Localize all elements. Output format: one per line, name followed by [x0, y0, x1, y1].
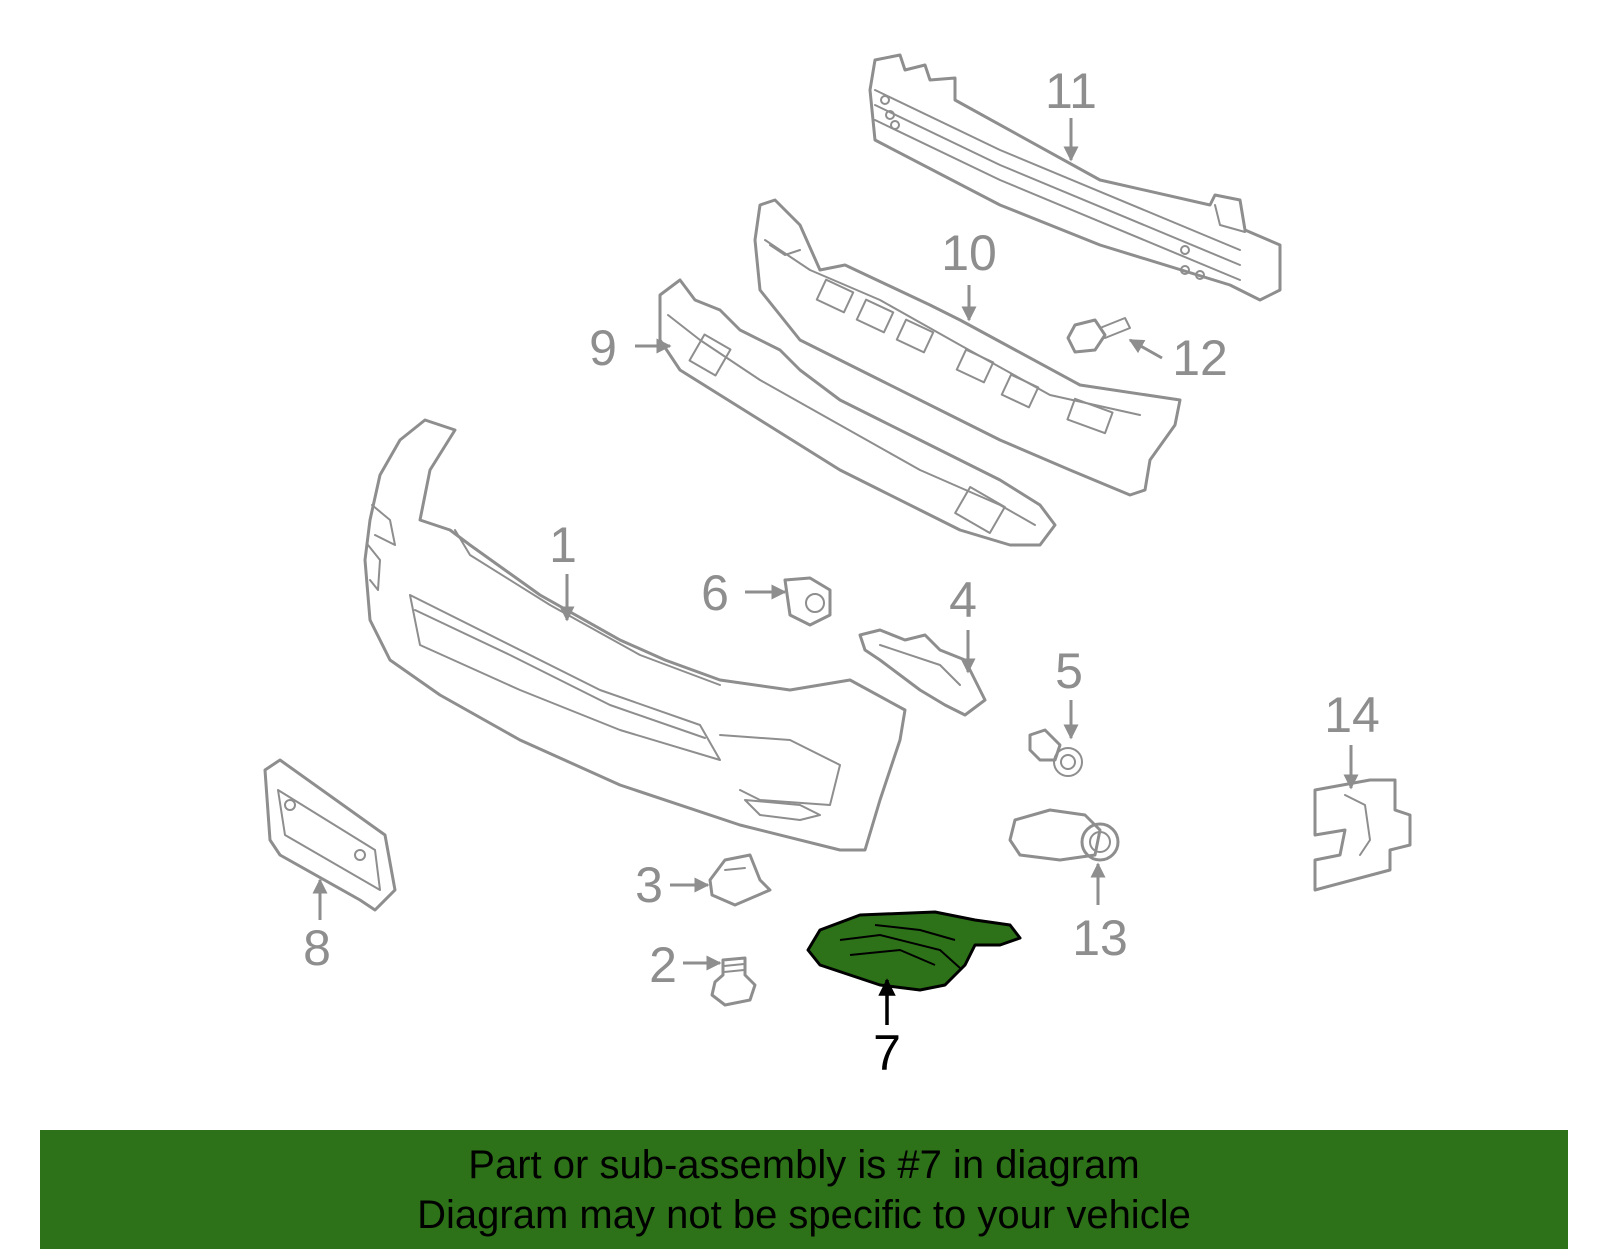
- footer-banner: Part or sub-assembly is #7 in diagram Di…: [40, 1130, 1568, 1249]
- part-8-license-bracket: [263, 758, 397, 912]
- part-9-bumper-support: [658, 278, 1057, 547]
- leader-12: [1128, 338, 1163, 360]
- callout-8: 8: [303, 920, 331, 976]
- callout-4: 4: [949, 572, 977, 628]
- callout-labels: 11 10 9 12 1 6 4 5 14 13 8 3 2 7: [303, 63, 1380, 1081]
- part-10-energy-absorber: [753, 198, 1182, 497]
- callout-6: 6: [701, 565, 729, 621]
- part-14-bracket: [1313, 778, 1412, 892]
- part-7-fog-lamp-cover-highlighted: [806, 910, 1022, 992]
- part-4-bracket: [858, 628, 987, 717]
- callout-12: 12: [1172, 330, 1228, 386]
- callout-7-highlighted: 7: [873, 1025, 901, 1081]
- callout-9: 9: [589, 320, 617, 376]
- callout-14: 14: [1324, 687, 1380, 743]
- leader-lines: [312, 118, 1359, 1025]
- callout-10: 10: [941, 225, 997, 281]
- callout-1: 1: [549, 517, 577, 573]
- part-13-parking-sensor: [1008, 808, 1120, 862]
- callout-13: 13: [1072, 910, 1128, 966]
- callout-2: 2: [649, 937, 677, 993]
- part-1-bumper-cover: [363, 418, 907, 852]
- part-6-clip: [783, 576, 832, 627]
- part-11-reinforcement-bar: [868, 53, 1282, 302]
- callout-3: 3: [635, 857, 663, 913]
- callout-5: 5: [1055, 643, 1083, 699]
- footer-line-2: Diagram may not be specific to your vehi…: [417, 1193, 1191, 1237]
- footer-line-1: Part or sub-assembly is #7 in diagram: [468, 1143, 1140, 1187]
- part-12-bolt: [1066, 317, 1131, 354]
- part-2-screw: [710, 956, 757, 1007]
- callout-11: 11: [1045, 63, 1097, 119]
- part-5-push-clip: [1028, 728, 1083, 777]
- part-3-retainer: [708, 853, 772, 907]
